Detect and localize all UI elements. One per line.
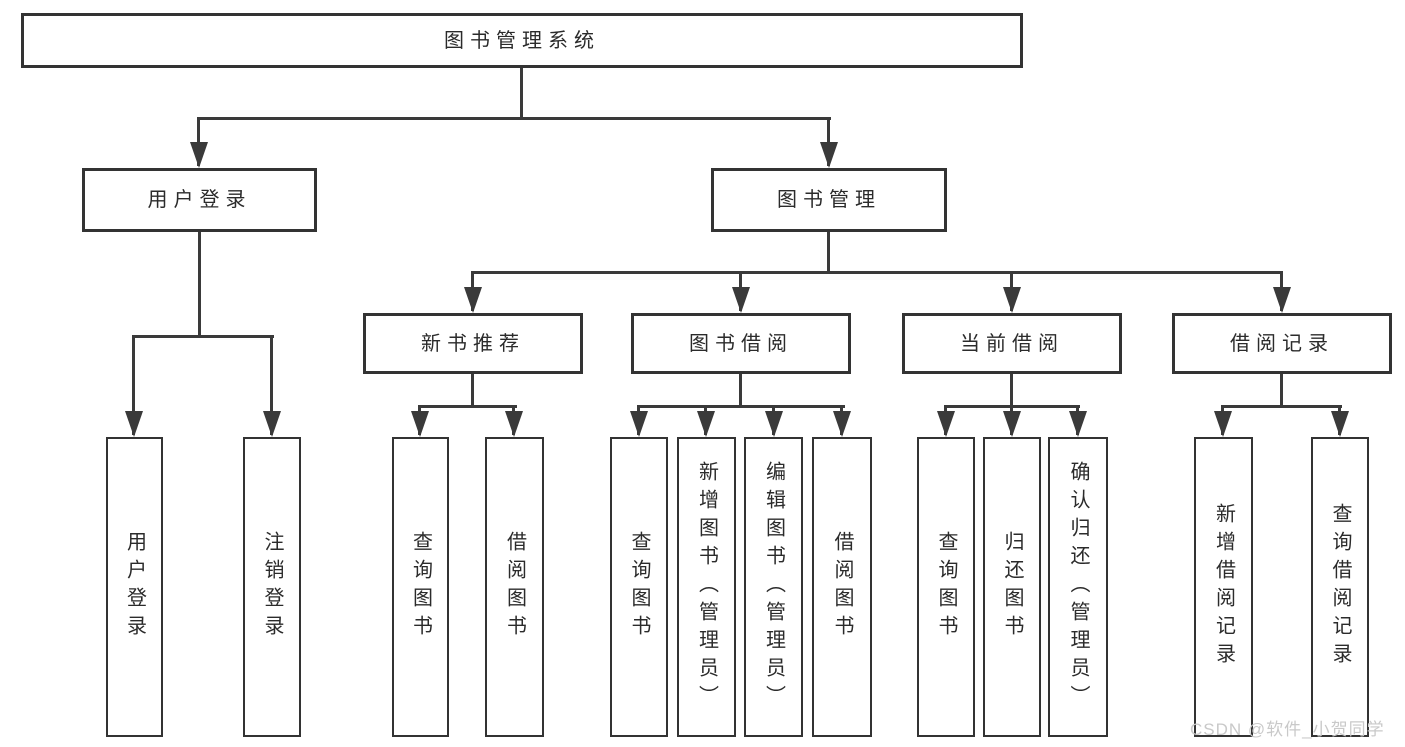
leaf-borrow-books-2-label: 借阅图书	[831, 531, 853, 643]
node-borrow-records-label: 借阅记录	[1230, 332, 1334, 355]
leaf-return-book: 归还图书	[983, 437, 1041, 737]
leaf-return-book-label: 归还图书	[1001, 531, 1023, 643]
leaf-edit-book-admin-label: 编辑图书（管理员）	[762, 461, 785, 713]
leaf-borrow-books-2: 借阅图书	[812, 437, 872, 737]
arrow-down-icon	[125, 411, 143, 437]
node-book-system: 图书管理系统	[21, 13, 1023, 68]
leaf-query-borrow-record-label: 查询借阅记录	[1329, 503, 1351, 671]
connector-bar	[197, 117, 831, 120]
leaf-query-books-1-label: 查询图书	[409, 531, 432, 643]
leaf-add-book-admin-label: 新增图书（管理员）	[695, 461, 718, 713]
connector-arrow	[630, 405, 648, 437]
connector-arrow	[1003, 271, 1021, 313]
leaf-add-book-admin: 新增图书（管理员）	[677, 437, 736, 737]
arrow-stem	[132, 335, 135, 435]
node-book-borrow: 图书借阅	[631, 313, 851, 374]
node-book-management: 图书管理	[711, 168, 947, 232]
leaf-query-books-3-label: 查询图书	[935, 531, 957, 643]
node-book-system-label: 图书管理系统	[444, 29, 600, 52]
arrow-down-icon	[630, 411, 648, 437]
connector-arrow	[505, 405, 523, 437]
arrow-down-icon	[1069, 411, 1087, 437]
leaf-query-borrow-record: 查询借阅记录	[1311, 437, 1369, 737]
arrow-down-icon	[1273, 287, 1291, 313]
leaf-add-borrow-record: 新增借阅记录	[1194, 437, 1253, 737]
arrow-down-icon	[1003, 287, 1021, 313]
node-current-borrow: 当前借阅	[902, 313, 1122, 374]
connector-arrow	[937, 405, 955, 437]
leaf-query-books-3: 查询图书	[917, 437, 975, 737]
connector-bar	[418, 405, 517, 408]
arrow-down-icon	[464, 287, 482, 313]
connector-arrow	[1331, 405, 1349, 437]
connector-arrow	[1069, 405, 1087, 437]
arrow-down-icon	[1214, 411, 1232, 437]
connector-arrow	[263, 335, 281, 437]
connector-bar	[637, 405, 845, 408]
leaf-borrow-books-1: 借阅图书	[485, 437, 544, 737]
leaf-logout-login-label: 注销登录	[261, 531, 283, 643]
arrow-stem	[270, 335, 273, 435]
node-user-login: 用户登录	[82, 168, 317, 232]
arrow-down-icon	[263, 411, 281, 437]
connector-arrow	[1214, 405, 1232, 437]
arrow-down-icon	[820, 142, 838, 168]
leaf-confirm-return-admin: 确认归还（管理员）	[1048, 437, 1108, 737]
leaf-edit-book-admin: 编辑图书（管理员）	[744, 437, 803, 737]
connector-arrow	[833, 405, 851, 437]
connector-bar	[471, 271, 1283, 274]
connector-stem	[1280, 374, 1283, 405]
connector-arrow	[1273, 271, 1291, 313]
connector-arrow	[411, 405, 429, 437]
connector-stem	[1010, 374, 1013, 405]
connector-bar	[132, 335, 274, 338]
arrow-down-icon	[190, 142, 208, 168]
connector-stem	[739, 374, 742, 405]
connector-arrow	[464, 271, 482, 313]
connector-arrow	[1003, 405, 1021, 437]
node-user-login-label: 用户登录	[147, 189, 252, 211]
connector-stem	[198, 232, 201, 335]
connector-arrow	[697, 405, 715, 437]
connector-stem	[471, 374, 474, 405]
leaf-user-login: 用户登录	[106, 437, 163, 737]
watermark-text: CSDN @软件_小贺同学	[1190, 720, 1385, 739]
arrow-down-icon	[1331, 411, 1349, 437]
leaf-query-books-1: 查询图书	[392, 437, 449, 737]
leaf-user-login-label: 用户登录	[123, 531, 146, 643]
node-current-borrow-label: 当前借阅	[960, 332, 1064, 355]
arrow-down-icon	[765, 411, 783, 437]
connector-arrow	[125, 335, 143, 437]
arrow-down-icon	[833, 411, 851, 437]
leaf-add-borrow-record-label: 新增借阅记录	[1212, 503, 1235, 671]
connector-stem	[520, 68, 523, 118]
node-book-management-label: 图书管理	[777, 189, 881, 211]
leaf-query-books-2: 查询图书	[610, 437, 668, 737]
arrow-down-icon	[697, 411, 715, 437]
node-borrow-records: 借阅记录	[1172, 313, 1392, 374]
connector-arrow	[820, 118, 838, 168]
node-new-book-recommend: 新书推荐	[363, 313, 583, 374]
connector-stem	[827, 232, 830, 271]
leaf-query-books-2-label: 查询图书	[628, 531, 650, 643]
node-new-book-recommend-label: 新书推荐	[421, 332, 525, 355]
leaf-borrow-books-1-label: 借阅图书	[503, 531, 526, 643]
leaf-confirm-return-admin-label: 确认归还（管理员）	[1067, 461, 1089, 713]
connector-bar	[1221, 405, 1342, 408]
connector-arrow	[732, 271, 750, 313]
arrow-down-icon	[505, 411, 523, 437]
arrow-down-icon	[411, 411, 429, 437]
connector-arrow	[190, 118, 208, 168]
arrow-down-icon	[1003, 411, 1021, 437]
leaf-logout-login: 注销登录	[243, 437, 301, 737]
connector-arrow	[765, 405, 783, 437]
node-book-borrow-label: 图书借阅	[689, 332, 793, 355]
arrow-down-icon	[732, 287, 750, 313]
arrow-down-icon	[937, 411, 955, 437]
